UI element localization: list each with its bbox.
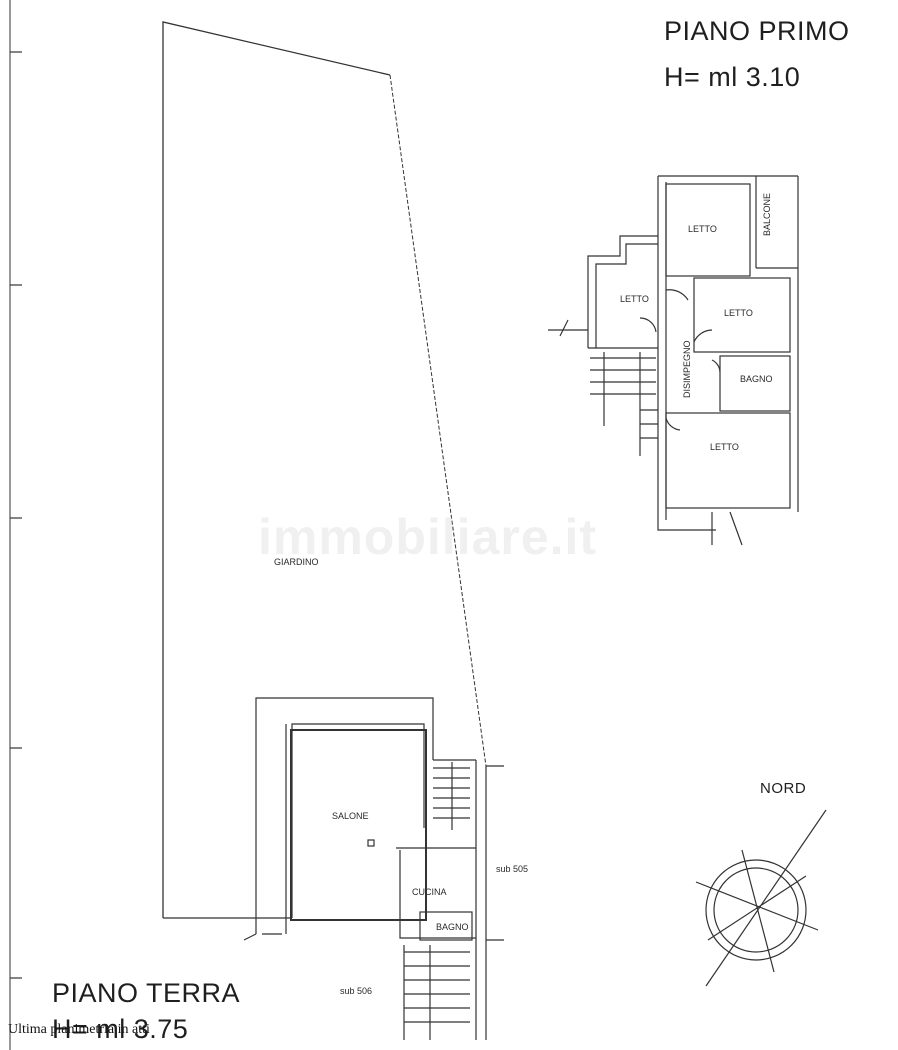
room-disimpegno: DISIMPEGNO bbox=[682, 340, 692, 398]
watermark-logo: immobiliare.it bbox=[258, 509, 598, 565]
first-floor-stairs bbox=[590, 352, 658, 456]
room-bagno-primo: BAGNO bbox=[740, 374, 773, 384]
room-letto-bottom: LETTO bbox=[710, 442, 739, 452]
room-salone: SALONE bbox=[332, 811, 369, 821]
room-cucina: CUCINA bbox=[412, 887, 447, 897]
room-letto-left: LETTO bbox=[620, 294, 649, 304]
compass-rose bbox=[695, 809, 827, 987]
garden-dashed-boundary bbox=[389, 74, 487, 767]
room-balcone: BALCONE bbox=[762, 192, 772, 236]
garden-boundary bbox=[162, 21, 391, 918]
room-letto-top: LETTO bbox=[688, 224, 717, 234]
sub-506-label: sub 506 bbox=[340, 986, 373, 996]
room-giardino: GIARDINO bbox=[274, 557, 319, 567]
ground-floor-height: H= ml 3.75 bbox=[52, 1014, 189, 1044]
sub-505-label: sub 505 bbox=[496, 864, 529, 874]
first-floor-height: H= ml 3.10 bbox=[664, 62, 801, 92]
first-floor-title: PIANO PRIMO bbox=[664, 16, 850, 46]
ground-floor-title: PIANO TERRA bbox=[52, 978, 241, 1008]
ground-stairs bbox=[403, 762, 470, 1040]
room-bagno-terra: BAGNO bbox=[436, 922, 469, 932]
footer-note: Ultima planimetria in atti bbox=[8, 1022, 150, 1037]
compass-label: NORD bbox=[760, 780, 807, 797]
ground-floor-walls bbox=[243, 697, 504, 1040]
first-floor-walls bbox=[548, 175, 799, 546]
room-letto-middle: LETTO bbox=[724, 308, 753, 318]
